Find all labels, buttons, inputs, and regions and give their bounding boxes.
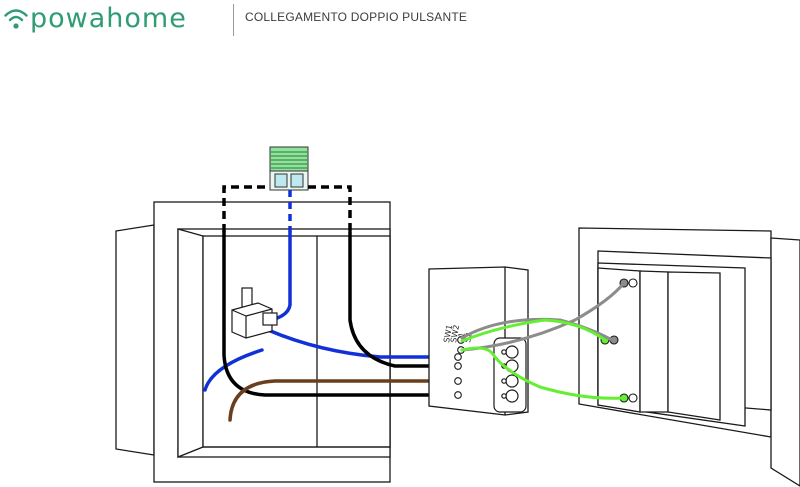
module-connector-block xyxy=(493,337,527,413)
signal-wires xyxy=(460,282,625,400)
connector-block xyxy=(269,146,309,191)
right-switch-box xyxy=(578,227,800,487)
brand-name: powahome xyxy=(30,2,187,34)
page-title: COLLEGAMENTO DOPPIO PULSANTE xyxy=(245,10,468,24)
wifi-icon xyxy=(4,9,28,29)
header-divider xyxy=(233,4,234,36)
wires-left xyxy=(203,230,454,422)
header: powahome COLLEGAMENTO DOPPIO PULSANTE xyxy=(0,0,800,40)
brand-logo: powahome xyxy=(2,2,187,34)
wago-connector xyxy=(231,287,278,339)
dashed-cable-guides xyxy=(222,185,352,232)
terminal-label-sw1: SW1 xyxy=(442,324,454,343)
